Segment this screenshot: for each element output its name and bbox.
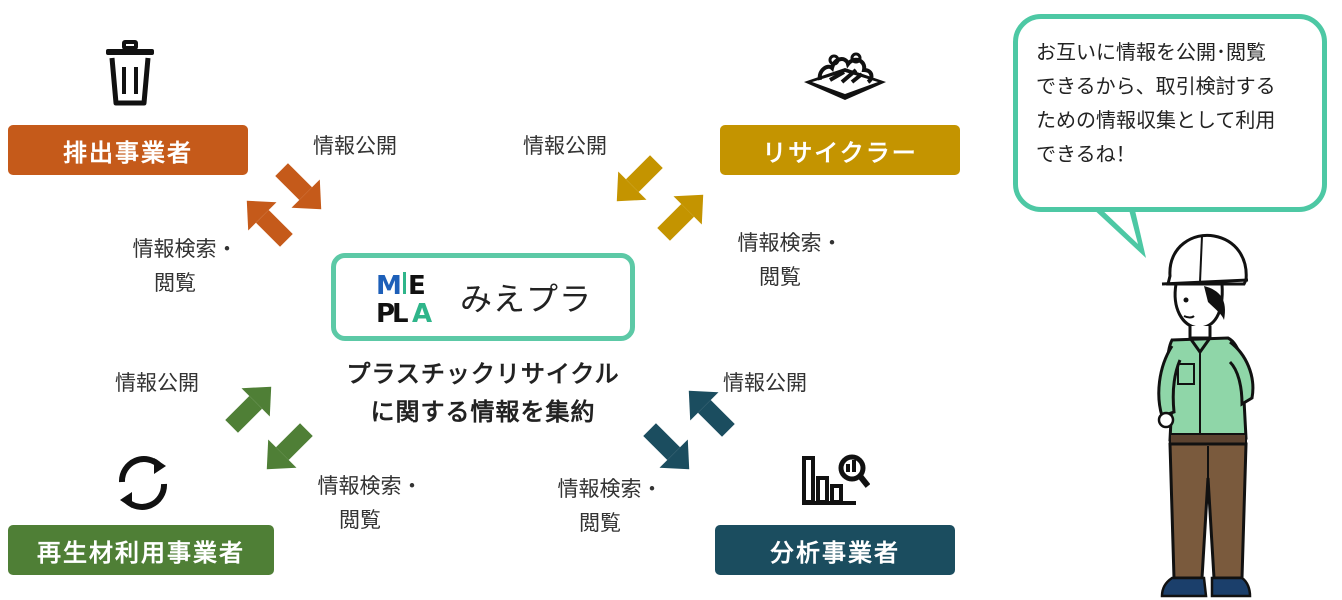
miepla-logo-text: みえプラ [459, 280, 592, 318]
trash-can-icon [104, 40, 156, 106]
recycler-search-line2: 閲覧 [759, 265, 801, 289]
recycler-publish-label: 情報公開 [523, 134, 607, 158]
role-discharger-box: 排出事業者 [8, 125, 248, 175]
svg-text:L: L [392, 299, 409, 326]
discharger-search-label: 情報検索・ 閲覧 [115, 232, 255, 300]
arrow-analyst-search [643, 423, 690, 470]
bubble-line-1: お互いに情報を公開･閲覧 [1036, 40, 1266, 64]
arrow-recycler-search [657, 194, 704, 241]
worker-illustration [1157, 233, 1255, 598]
recycler-search-line1: 情報検索・ [737, 231, 843, 255]
arrow-reuser-publish [225, 386, 272, 433]
svg-text:E: E [408, 271, 426, 301]
speech-bubble: お互いに情報を公開･閲覧 できるから、取引検討する ための情報収集として利用 で… [1013, 14, 1327, 212]
role-analyst-box: 分析事業者 [715, 525, 955, 575]
role-reuser-box: 再生材利用事業者 [8, 525, 274, 575]
miepla-logo-box: M E P L A みえプラ [331, 253, 635, 341]
analyst-publish-label: 情報公開 [723, 371, 807, 395]
role-recycler-label: リサイクラー [762, 138, 918, 167]
role-discharger-label: 排出事業者 [63, 138, 193, 167]
recycler-search-label: 情報検索・ 閲覧 [720, 226, 860, 294]
analyst-search-label: 情報検索・ 閲覧 [540, 472, 680, 540]
reuser-search-label: 情報検索・ 閲覧 [300, 469, 440, 537]
arrow-discharger-publish [275, 163, 322, 210]
arrow-reuser-search [266, 423, 313, 470]
discharger-publish-label: 情報公開 [313, 134, 397, 158]
center-caption-line2: に関する情報を集約 [370, 398, 596, 426]
discharger-search-line1: 情報検索・ [132, 237, 238, 261]
svg-text:A: A [412, 299, 432, 326]
svg-text:P: P [376, 299, 395, 326]
bubble-line-4: できるね！ [1036, 142, 1136, 166]
svg-text:M: M [376, 271, 402, 301]
bubble-line-3: ための情報収集として利用 [1036, 108, 1276, 132]
bubble-line-2: できるから、取引検討する [1036, 74, 1276, 98]
chart-search-icon [800, 450, 870, 506]
miepla-logo-icon: M E P L A [376, 271, 432, 326]
analyst-search-line1: 情報検索・ [557, 477, 663, 501]
recycle-arrows-icon [112, 452, 174, 514]
arrow-recycler-publish [616, 155, 663, 202]
center-caption: プラスチックリサイクル に関する情報を集約 [300, 355, 666, 431]
role-analyst-label: 分析事業者 [770, 538, 900, 567]
reuser-search-line2: 閲覧 [339, 508, 381, 532]
arrow-analyst-publish [688, 390, 735, 437]
arrow-discharger-search [246, 200, 293, 247]
discharger-search-line2: 閲覧 [154, 271, 196, 295]
reuser-publish-label: 情報公開 [115, 371, 199, 395]
speech-bubble-tail [1090, 206, 1146, 258]
reuser-search-line1: 情報検索・ [317, 474, 423, 498]
role-reuser-label: 再生材利用事業者 [37, 538, 245, 567]
analyst-search-line2: 閲覧 [579, 511, 621, 535]
center-caption-line1: プラスチックリサイクル [346, 360, 620, 388]
plastic-waste-pile-icon [800, 46, 890, 102]
role-recycler-box: リサイクラー [720, 125, 960, 175]
